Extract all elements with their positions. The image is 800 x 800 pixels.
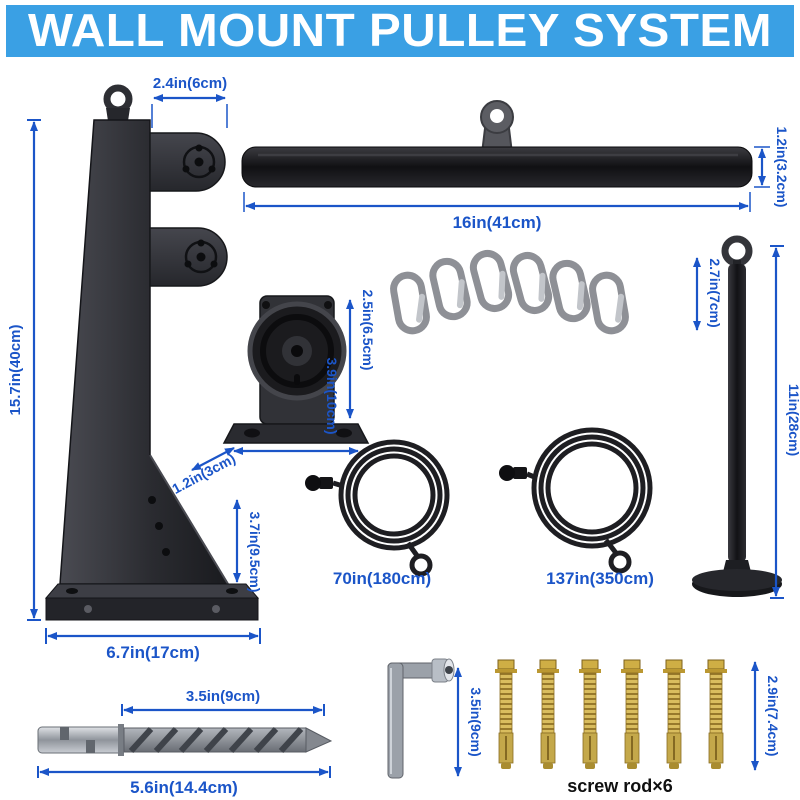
screw-rod xyxy=(621,659,643,769)
cable-long xyxy=(499,427,653,574)
dim-loading-pin-height-label: 11in(28cm) xyxy=(786,384,800,456)
pin-rod xyxy=(728,264,746,562)
dimension-drill-flute-length: 3.5in(9cm) xyxy=(121,688,325,716)
screw-rod xyxy=(537,659,559,769)
banner-background xyxy=(6,5,794,57)
pulley-block xyxy=(222,295,370,444)
dim-pulley-height-label: 2.5in(6.5cm) xyxy=(360,290,376,371)
dimension-bracket-top-width: 2.4in(6cm) xyxy=(151,75,228,128)
dimension-bracket-height: 15.7in(40cm) xyxy=(7,119,41,621)
loading-pin xyxy=(692,235,782,597)
carabiner xyxy=(429,257,471,321)
dimension-cable-short-length: 70in(180cm) xyxy=(333,569,431,588)
dimension-bar-length: 16in(41cm) xyxy=(243,192,751,232)
dimension-loading-pin-height: 11in(28cm) xyxy=(770,245,800,599)
dim-drill-flute-length-label: 3.5in(9cm) xyxy=(186,688,260,705)
drill-tip xyxy=(305,727,333,753)
cable-loop-end xyxy=(608,550,632,574)
dimension-pulley-height: 2.5in(6.5cm) xyxy=(346,290,376,419)
dim-bracket-base-section-label: 3.7in(9.5cm) xyxy=(247,512,263,593)
dim-bracket-top-width-label: 2.4in(6cm) xyxy=(153,75,227,92)
dimension-bracket-base-width: 6.7in(17cm) xyxy=(45,628,261,662)
eyelet-ring xyxy=(103,84,133,114)
dimension-bar-diameter: 1.2in(3.2cm) xyxy=(754,127,790,208)
pulley-tab-upper xyxy=(149,132,226,192)
dimension-pulley-base-depth: 1.2in(3cm) xyxy=(169,447,238,497)
cable-short-length-label: 70in(180cm) xyxy=(333,569,431,588)
dimension-carabiner-size: 2.7in(7cm) xyxy=(693,257,723,331)
dim-carabiner-size-label: 2.7in(7cm) xyxy=(707,258,723,327)
carabiner xyxy=(509,251,553,315)
dimension-drill-total-length: 5.6in(14.4cm) xyxy=(37,766,331,797)
carabiner xyxy=(390,271,430,335)
cable-long-length-label: 137in(350cm) xyxy=(546,569,654,588)
screw-rod xyxy=(495,659,517,769)
dim-bar-diameter-label: 1.2in(3.2cm) xyxy=(774,127,790,208)
dim-drill-total-length-label: 5.6in(14.4cm) xyxy=(130,778,238,797)
dim-screw-rod-length-label: 2.9in(7.4cm) xyxy=(765,676,781,757)
dim-pulley-base-depth-label: 1.2in(3cm) xyxy=(169,450,238,497)
carabiners xyxy=(390,249,629,335)
title-banner: WALL MOUNT PULLEY SYSTEM xyxy=(6,4,794,57)
dimension-pulley-base-length: 3.9in(10cm) xyxy=(233,357,359,455)
screw-rod-count-label: screw rod×6 xyxy=(567,776,673,796)
screw-rod xyxy=(579,659,601,769)
drill-bit xyxy=(37,724,333,756)
dim-bar-length-label: 16in(41cm) xyxy=(453,213,542,232)
dimension-screw-rod-length: 2.9in(7.4cm) xyxy=(751,661,781,771)
pin-ring xyxy=(721,235,753,267)
straight-bar xyxy=(241,100,753,188)
carabiner xyxy=(549,259,591,323)
cable-ball-end xyxy=(305,475,321,491)
screw-rods xyxy=(495,659,727,769)
dim-pulley-base-length-label: 3.9in(10cm) xyxy=(324,357,340,434)
screw-rod xyxy=(705,659,727,769)
pulley-base xyxy=(222,423,370,444)
dim-wrench-length-label: 3.5in(9cm) xyxy=(468,687,484,756)
bar-body xyxy=(241,146,753,188)
page-title: WALL MOUNT PULLEY SYSTEM xyxy=(28,4,772,56)
screw-rod xyxy=(663,659,685,769)
cable-short xyxy=(305,439,450,577)
dimension-bracket-base-section: 3.7in(9.5cm) xyxy=(233,499,263,593)
bracket-base-plate xyxy=(44,583,260,621)
eyelet-neck xyxy=(106,108,130,121)
carabiner xyxy=(589,271,629,335)
hex-wrench xyxy=(387,658,455,779)
carabiner xyxy=(469,249,513,313)
wall-mount-bracket xyxy=(44,84,260,621)
dim-bracket-base-width-label: 6.7in(17cm) xyxy=(106,643,200,662)
cable-ball-end xyxy=(499,465,515,481)
dimension-wrench-length: 3.5in(9cm) xyxy=(454,667,484,777)
dimension-cable-long-length: 137in(350cm) xyxy=(546,569,654,588)
pulley-tab-lower xyxy=(149,227,228,287)
cable-loop-end xyxy=(409,553,433,577)
drill-shank xyxy=(37,726,123,754)
dim-bracket-height-label: 15.7in(40cm) xyxy=(7,325,24,416)
